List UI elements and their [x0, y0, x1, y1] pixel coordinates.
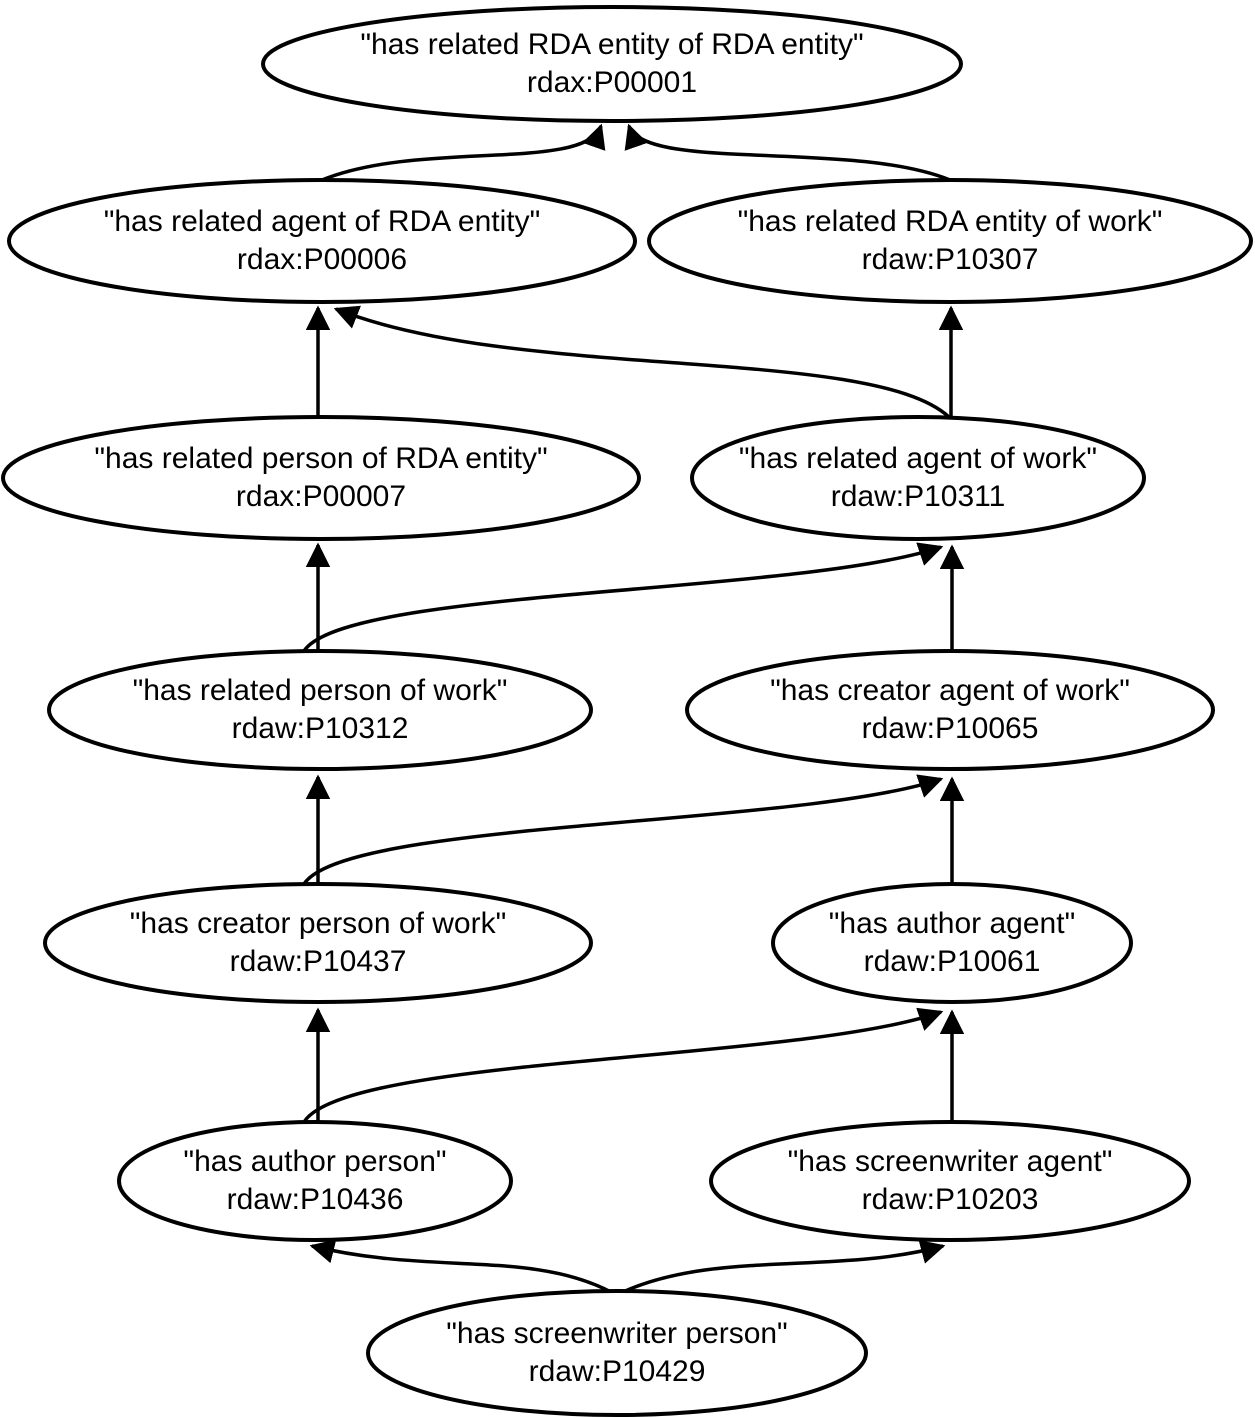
node-label-P10436: "has author person" [183, 1145, 446, 1178]
node-label-P10311: "has related agent of work" [739, 442, 1097, 475]
node-code-P10429: rdaw:P10429 [529, 1355, 706, 1388]
node-ellipse-P10436 [117, 1120, 513, 1242]
node-label-P10429: "has screenwriter person" [446, 1317, 787, 1350]
node-ellipse-P10061 [771, 882, 1133, 1004]
node-code-P00001: rdax:P00001 [527, 66, 697, 99]
node-label-P00007: "has related person of RDA entity" [94, 442, 547, 475]
node-code-P10203: rdaw:P10203 [862, 1183, 1039, 1216]
node-ellipse-P10203 [709, 1120, 1191, 1242]
edge-P10312-P10311 [302, 542, 944, 653]
node-P00001: "has related RDA entity of RDA entity" r… [261, 5, 963, 123]
node-P10429: "has screenwriter person" rdaw:P10429 [366, 1289, 868, 1417]
node-P10061: "has author agent" rdaw:P10061 [771, 882, 1133, 1004]
node-code-P10436: rdaw:P10436 [227, 1183, 404, 1216]
node-label-P10312: "has related person of work" [133, 674, 508, 707]
node-P10311: "has related agent of work" rdaw:P10311 [690, 415, 1146, 541]
edge-P00006-P00001 [321, 123, 606, 182]
node-label-P10065: "has creator agent of work" [770, 674, 1130, 707]
node-code-P10307: rdaw:P10307 [862, 243, 1039, 276]
node-P10312: "has related person of work" rdaw:P10312 [47, 649, 593, 771]
node-ellipse-P00007 [1, 415, 641, 541]
node-code-P10061: rdaw:P10061 [864, 945, 1041, 978]
node-ellipse-P10312 [47, 649, 593, 771]
node-ellipse-P10429 [366, 1289, 868, 1417]
node-ellipse-P00006 [7, 178, 637, 304]
edge-P10307-P00001 [624, 123, 951, 182]
node-P10437: "has creator person of work" rdaw:P10437 [43, 882, 593, 1004]
edge-P10429-P10203 [622, 1239, 946, 1294]
edge-P10429-P10436 [309, 1239, 612, 1294]
edge-P10436-P10061 [302, 1007, 944, 1123]
node-label-P10203: "has screenwriter agent" [788, 1145, 1113, 1178]
node-P00006: "has related agent of RDA entity" rdax:P… [7, 178, 637, 304]
node-label-P00006: "has related agent of RDA entity" [104, 205, 541, 238]
node-code-P00006: rdax:P00006 [237, 243, 407, 276]
node-code-P10311: rdaw:P10311 [831, 480, 1006, 513]
node-code-P10312: rdaw:P10312 [232, 712, 409, 745]
node-label-P10437: "has creator person of work" [130, 907, 506, 940]
node-P10065: "has creator agent of work" rdaw:P10065 [685, 649, 1215, 771]
node-code-P10065: rdaw:P10065 [862, 712, 1039, 745]
node-label-P10061: "has author agent" [829, 907, 1075, 940]
node-label-P10307: "has related RDA entity of work" [738, 205, 1163, 238]
node-ellipse-P10437 [43, 882, 593, 1004]
node-ellipse-P10311 [690, 415, 1146, 541]
node-code-P10437: rdaw:P10437 [230, 945, 407, 978]
edge-P10437-P10065 [302, 774, 944, 885]
node-P10307: "has related RDA entity of work" rdaw:P1… [647, 178, 1253, 304]
node-code-P00007: rdax:P00007 [236, 480, 406, 513]
node-ellipse-P00001 [261, 5, 963, 123]
node-label-P00001: "has related RDA entity of RDA entity" [360, 28, 863, 61]
edge-group [302, 123, 965, 1294]
node-ellipse-P10065 [685, 649, 1215, 771]
node-P10203: "has screenwriter agent" rdaw:P10203 [709, 1120, 1191, 1242]
node-P00007: "has related person of RDA entity" rdax:… [1, 415, 641, 541]
node-P10436: "has author person" rdaw:P10436 [117, 1120, 513, 1242]
edge-P10311-P00006 [333, 305, 951, 419]
node-ellipse-P10307 [647, 178, 1253, 304]
